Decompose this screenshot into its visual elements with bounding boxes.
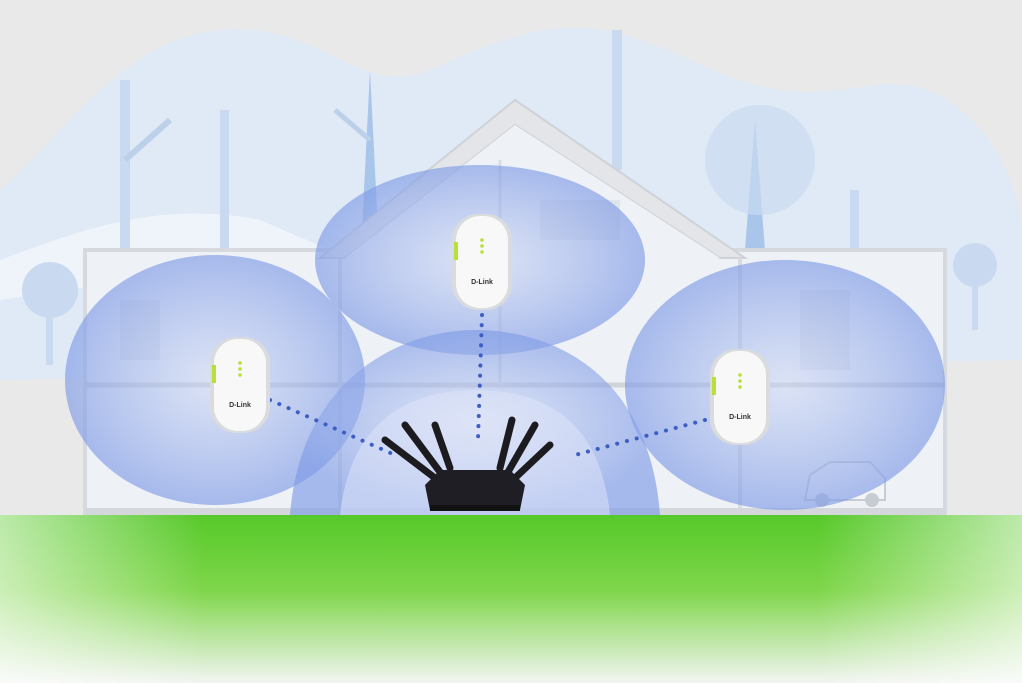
extender-logo: D-Link	[471, 279, 493, 286]
extender-right: D-Link	[710, 349, 770, 445]
router	[381, 416, 554, 511]
extender-logo: D-Link	[229, 402, 251, 409]
wifi-coverage	[65, 165, 945, 515]
extender-logo: D-Link	[729, 414, 751, 421]
background-trees	[22, 30, 997, 365]
extender-top: D-Link	[452, 214, 512, 310]
extender-left: D-Link	[210, 337, 270, 433]
mesh-links	[268, 313, 707, 457]
